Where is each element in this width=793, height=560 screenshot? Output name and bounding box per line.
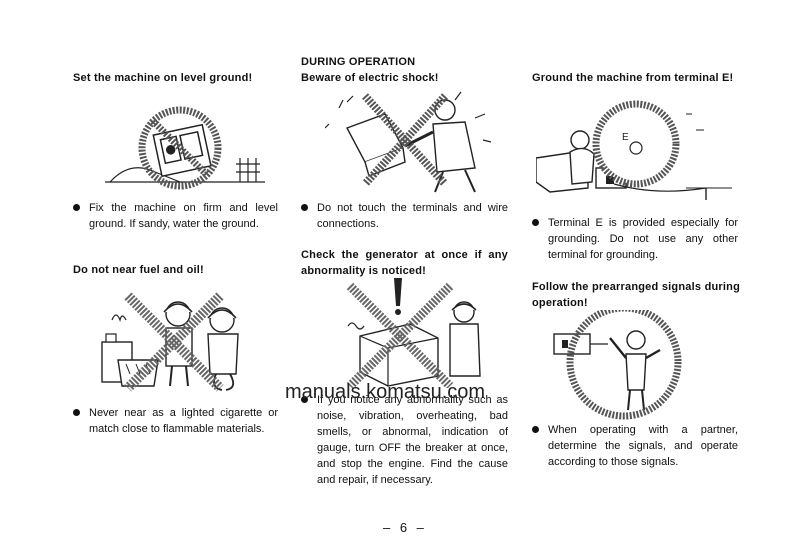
bullet-text: Terminal E is provided especially for gr… xyxy=(548,217,738,261)
heading-electric-shock: Beware of electric shock! xyxy=(301,72,439,84)
heading-level-ground: Set the machine on level ground! xyxy=(73,72,253,84)
bullet-text: Do not touch the terminals and wire conn… xyxy=(317,202,508,230)
workers-with-cigarette-near-fuel-prohibited-icon xyxy=(101,292,239,392)
bullet-electric-shock: Do not touch the terminals and wire conn… xyxy=(301,200,508,232)
bullet-ground-terminal: Terminal E is provided especially for gr… xyxy=(532,215,738,263)
bullet-dot xyxy=(301,396,308,403)
section-title-during-operation: DURING OPERATION xyxy=(301,56,416,68)
bullet-dot xyxy=(301,204,308,211)
bullet-dot xyxy=(532,219,539,226)
bullet-dot xyxy=(532,426,539,433)
heading-prearranged-signals: Follow the prearranged signals during op… xyxy=(532,281,740,309)
operator-giving-signals-icon xyxy=(553,310,682,420)
abnormal-generator-prohibited-icon xyxy=(346,278,481,388)
page-number: – 6 – xyxy=(383,520,427,535)
bullet-dot xyxy=(73,204,80,211)
bullet-prearranged-signals: When operating with a partner, determine… xyxy=(532,422,738,470)
watermark: manuals.komatsu.com xyxy=(285,381,486,403)
heading-check-generator: Check the generator at once if any abnor… xyxy=(301,249,508,277)
generator-on-level-ground-prohibited-icon xyxy=(105,106,265,190)
bullet-text: Fix the machine on firm and level ground… xyxy=(89,202,278,230)
bullet-text: If you notice any abnormality such as no… xyxy=(317,394,508,486)
svg-text:E: E xyxy=(622,132,629,143)
bullet-dot xyxy=(73,409,80,416)
ground-terminal-icon: E xyxy=(536,100,732,200)
heading-fuel-oil: Do not near fuel and oil! xyxy=(73,264,204,276)
hand-touching-terminals-prohibited-icon xyxy=(325,91,492,193)
heading-ground-terminal: Ground the machine from terminal E! xyxy=(532,72,734,84)
bullet-text: Never near as a lighted cigarette or mat… xyxy=(89,407,278,435)
bullet-text: When operating with a partner, determine… xyxy=(548,424,738,468)
bullet-level-ground: Fix the machine on firm and level ground… xyxy=(73,200,278,232)
bullet-check-generator: If you notice any abnormality such as no… xyxy=(301,392,508,488)
bullet-fuel-oil: Never near as a lighted cigarette or mat… xyxy=(73,405,278,437)
